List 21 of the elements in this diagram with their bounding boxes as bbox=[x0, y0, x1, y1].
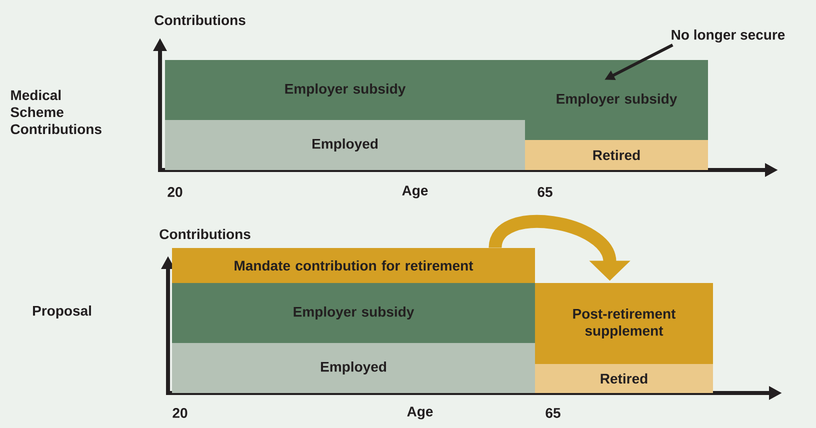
band: Employer subsidy bbox=[165, 60, 525, 120]
band: Post-retirement supplement bbox=[535, 283, 713, 364]
node-label: Employer subsidy bbox=[556, 93, 678, 107]
band: Mandate contribution for retirement bbox=[172, 248, 535, 283]
axis-label: Age bbox=[402, 186, 428, 198]
callout-text: No longer secure bbox=[672, 29, 785, 43]
axis-label: Age bbox=[407, 406, 433, 420]
band: Employer subsidy bbox=[525, 60, 708, 140]
axis-label: 20 bbox=[172, 408, 188, 418]
band: Retired bbox=[525, 140, 708, 170]
band: Employed bbox=[165, 120, 525, 170]
axis-label: Contributions bbox=[154, 14, 246, 26]
band: Employer subsidy bbox=[172, 283, 535, 343]
band: Retired bbox=[535, 364, 713, 393]
axis-label: 20 bbox=[168, 187, 182, 197]
axis-label: 65 bbox=[546, 408, 560, 418]
row-label: Proposal bbox=[33, 305, 91, 319]
axis-label: 65 bbox=[538, 187, 552, 197]
node-label: Employer subsidy bbox=[285, 83, 406, 97]
row-label: Medical Scheme Contributions bbox=[10, 90, 102, 134]
band: Employed bbox=[172, 343, 535, 393]
